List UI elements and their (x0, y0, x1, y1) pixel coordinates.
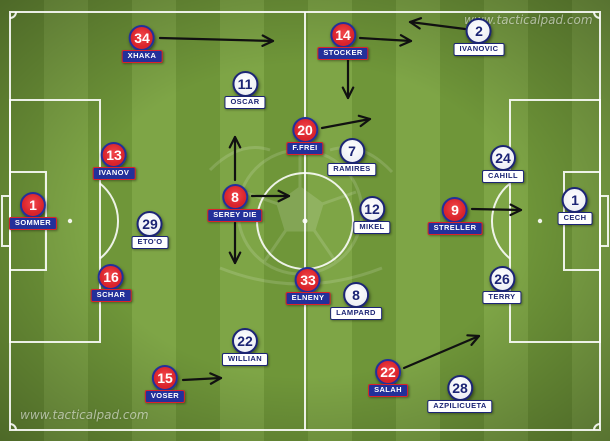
player-number: 20 (291, 117, 318, 143)
frei-run-arrow[interactable] (320, 114, 372, 130)
xhaka-run-arrow[interactable] (158, 34, 275, 48)
player-token-schar[interactable]: 16 SCHAR (90, 264, 132, 302)
player-number: 33 (294, 267, 321, 293)
streller-run-arrow[interactable] (470, 203, 523, 217)
player-token-cech[interactable]: 1 CECH (557, 187, 593, 225)
player-token-elneny[interactable]: 33 ELNENY (285, 267, 331, 305)
player-token-serey-die[interactable]: 8 SEREY DIE (207, 184, 263, 222)
player-token-cahill[interactable]: 24 CAHILL (482, 145, 524, 183)
player-name: CECH (557, 212, 593, 225)
player-number: 11 (232, 71, 258, 97)
player-number: 34 (128, 25, 155, 51)
left-penalty-spot (67, 218, 73, 224)
watermark-top: www.tacticalpad.com (464, 13, 593, 27)
player-number: 9 (441, 197, 468, 223)
player-name: SEREY DIE (207, 209, 263, 222)
left-penalty-arc (99, 182, 119, 260)
player-number: 28 (447, 375, 473, 401)
player-name: SOMMER (8, 217, 58, 230)
player-number: 22 (231, 328, 258, 354)
player-number: 26 (488, 266, 515, 292)
player-token-oscar[interactable]: 11 OSCAR (224, 71, 266, 109)
player-token-sommer[interactable]: 1 SOMMER (8, 192, 58, 230)
player-name: STOCKER (317, 47, 369, 60)
stocker-run-arrow[interactable] (358, 34, 413, 47)
player-name: F.FREI (286, 142, 324, 155)
player-name: WILLIAN (221, 353, 269, 366)
player-number: 1 (20, 192, 46, 218)
player-token-ivanov[interactable]: 13 IVANOV (92, 142, 136, 180)
corner-arc (593, 11, 601, 19)
player-token-stocker[interactable]: 14 STOCKER (317, 22, 369, 60)
player-number: 22 (375, 359, 401, 385)
player-number: 13 (100, 142, 127, 168)
player-token-willian[interactable]: 22 WILLIAN (221, 328, 269, 366)
corner-arc (9, 423, 17, 431)
player-number: 8 (221, 184, 248, 210)
player-number: 12 (359, 196, 385, 222)
player-name: ELNENY (285, 292, 331, 305)
player-number: 1 (561, 187, 588, 213)
center-spot (302, 218, 308, 224)
player-token-frei[interactable]: 20 F.FREI (286, 117, 324, 155)
salah-run-arrow[interactable] (402, 334, 481, 370)
ivanovic-run-arrow[interactable] (408, 17, 467, 31)
player-name: SALAH (368, 384, 408, 397)
player-token-ramires[interactable]: 7 RAMIRES (327, 138, 377, 176)
player-number: 29 (137, 211, 163, 237)
player-token-ivanovic[interactable]: 2 IVANOVIC (453, 18, 505, 56)
player-name: MIKEL (353, 221, 391, 234)
player-name: VOSER (144, 390, 186, 403)
player-token-etoo[interactable]: 29 ETO'O (131, 211, 169, 249)
player-token-mikel[interactable]: 12 MIKEL (353, 196, 391, 234)
player-name: IVANOVIC (453, 43, 505, 56)
player-name: SCHAR (90, 289, 132, 302)
player-token-xhaka[interactable]: 34 XHAKA (121, 25, 163, 63)
player-name: TERRY (482, 291, 522, 304)
player-token-lampard[interactable]: 8 LAMPARD (330, 282, 382, 320)
player-number: 7 (338, 138, 365, 164)
player-name: OSCAR (224, 96, 266, 109)
player-name: XHAKA (121, 50, 163, 63)
player-token-azpilicueta[interactable]: 28 AZPILICUETA (427, 375, 493, 413)
corner-arc (593, 423, 601, 431)
player-token-salah[interactable]: 22 SALAH (368, 359, 408, 397)
player-name: AZPILICUETA (427, 400, 493, 413)
player-number: 24 (490, 145, 516, 171)
player-number: 2 (466, 18, 492, 44)
right-penalty-spot (537, 218, 543, 224)
player-token-streller[interactable]: 9 STRELLER (427, 197, 483, 235)
right-penalty-arc (491, 182, 511, 260)
player-token-terry[interactable]: 26 TERRY (482, 266, 522, 304)
player-number: 15 (151, 365, 178, 391)
player-name: IVANOV (92, 167, 136, 180)
player-number: 16 (97, 264, 124, 290)
voser-run-arrow[interactable] (181, 372, 223, 385)
player-name: STRELLER (427, 222, 483, 235)
player-token-voser[interactable]: 15 VOSER (144, 365, 186, 403)
right-goal (599, 195, 609, 247)
player-name: ETO'O (131, 236, 169, 249)
corner-arc (9, 11, 17, 19)
player-number: 8 (343, 282, 369, 308)
player-name: LAMPARD (330, 307, 382, 320)
player-name: RAMIRES (327, 163, 377, 176)
player-number: 14 (330, 22, 356, 48)
watermark-bottom: www.tacticalpad.com (20, 408, 149, 422)
player-name: CAHILL (482, 170, 524, 183)
